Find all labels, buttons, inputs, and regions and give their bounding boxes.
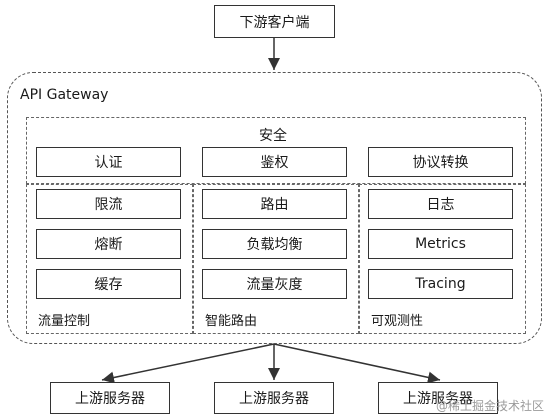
security-title: 安全 [259, 128, 287, 144]
group-item-label: 日志 [426, 197, 455, 213]
security-item-label: 认证 [94, 155, 123, 171]
gateway-to-upstream-3-arrow [273, 343, 441, 384]
group-title: 智能路由 [205, 314, 258, 329]
group-item: 熔断 [36, 229, 181, 259]
group-item-label: 限流 [94, 197, 123, 213]
group-item-label: 负载均衡 [246, 237, 303, 253]
group-traffic-control [26, 184, 193, 334]
gateway-to-upstream-1-arrow [101, 343, 275, 384]
upstream-server-box: 上游服务器 [50, 382, 170, 414]
group-item-label: Tracing [415, 276, 466, 292]
group-title: 流量控制 [38, 314, 91, 329]
group-item-label: Metrics [415, 236, 466, 252]
security-section [26, 117, 526, 184]
upstream-server-label: 上游服务器 [75, 391, 145, 407]
security-item-label: 协议转换 [412, 155, 469, 171]
watermark: @稀土掘金技术社区 [435, 399, 544, 413]
gateway-container [7, 72, 542, 344]
upstream-server-label: 上游服务器 [403, 391, 473, 407]
security-item-label: 鉴权 [260, 155, 289, 171]
gateway-title: API Gateway [20, 87, 109, 103]
group-item-label: 缓存 [94, 277, 123, 293]
upstream-server-label: 上游服务器 [239, 391, 309, 407]
group-item-label: 流量灰度 [246, 277, 303, 293]
group-item: 限流 [36, 189, 181, 219]
security-item-authz: 鉴权 [202, 147, 347, 177]
upstream-server-box: 上游服务器 [378, 382, 498, 414]
group-item: 缓存 [36, 269, 181, 299]
group-item: 路由 [202, 189, 347, 219]
client-label: 下游客户端 [239, 14, 310, 31]
group-item: Metrics [368, 229, 513, 259]
client-box: 下游客户端 [214, 5, 335, 38]
group-item: Tracing [368, 269, 513, 299]
group-title: 可观测性 [371, 314, 424, 329]
group-item: 日志 [368, 189, 513, 219]
group-item: 负载均衡 [202, 229, 347, 259]
group-item-label: 路由 [260, 197, 289, 213]
group-smart-routing [193, 184, 359, 334]
security-item-auth: 认证 [36, 147, 181, 177]
group-item-label: 熔断 [94, 237, 123, 253]
upstream-server-box: 上游服务器 [214, 382, 334, 414]
group-observability [359, 184, 526, 334]
group-item: 流量灰度 [202, 269, 347, 299]
security-item-protocol: 协议转换 [368, 147, 513, 177]
